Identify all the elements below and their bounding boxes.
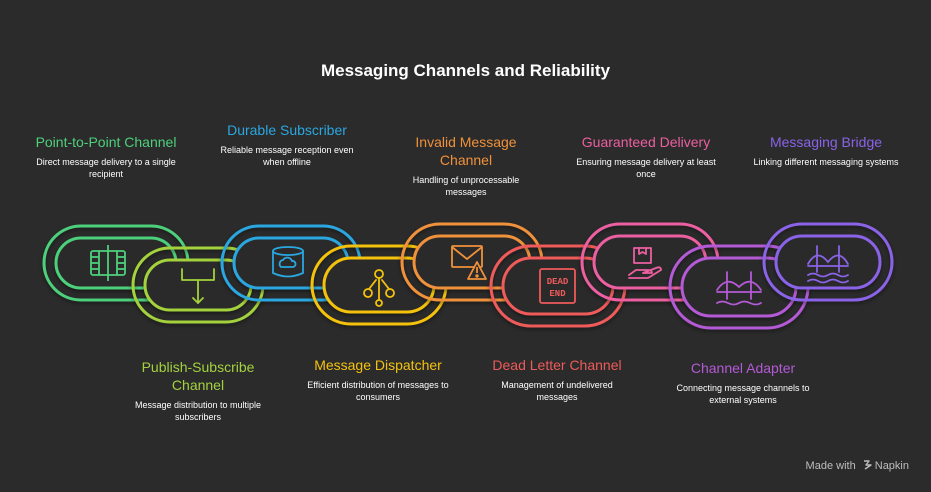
napkin-logo-icon <box>863 460 872 470</box>
label-dead-letter: Dead Letter Channel Management of undeli… <box>482 356 632 403</box>
diagram-title: Messaging Channels and Reliability <box>320 61 611 80</box>
label-point-to-point: Point-to-Point Channel Direct message de… <box>31 133 181 180</box>
label-publish-subscribe: Publish-Subscribe Channel Message distri… <box>123 358 273 423</box>
label-message-dispatcher: Message Dispatcher Efficient distributio… <box>303 356 453 403</box>
label-title: Channel Adapter <box>690 360 796 376</box>
label-description: Direct message delivery to a single reci… <box>36 157 176 179</box>
label-guaranteed-delivery: Guaranteed Delivery Ensuring message del… <box>571 133 721 180</box>
label-title: Invalid Message Channel <box>415 134 517 168</box>
label-description: Connecting message channels to external … <box>676 383 810 405</box>
branch-arrow-down-icon <box>181 268 215 304</box>
label-invalid-message: Invalid Message Channel Handling of unpr… <box>391 133 541 198</box>
package-hand-icon <box>628 247 662 279</box>
label-title: Message Dispatcher <box>314 357 442 373</box>
dead-end-sign-icon: DEAD END <box>539 268 576 304</box>
label-title: Dead Letter Channel <box>492 357 622 373</box>
svg-text:END: END <box>549 289 566 299</box>
label-description: Message distribution to multiple subscri… <box>134 400 262 422</box>
label-description: Linking different messaging systems <box>753 157 899 167</box>
footer-credit[interactable]: Made with Napkin <box>806 460 909 472</box>
label-description: Handling of unprocessable messages <box>412 175 520 197</box>
chain-link-invalid-message <box>400 222 544 302</box>
label-description: Reliable message reception even when off… <box>220 145 354 167</box>
bridge-icon <box>716 271 762 306</box>
label-description: Management of undelivered messages <box>501 380 613 402</box>
svg-text:DEAD: DEAD <box>547 277 569 287</box>
warning-envelope-icon <box>451 245 487 280</box>
cloud-storage-icon <box>272 246 304 278</box>
footer-prefix: Made with <box>805 460 856 472</box>
label-title: Messaging Bridge <box>769 134 883 150</box>
label-title: Durable Subscriber <box>227 122 347 138</box>
label-durable-subscriber: Durable Subscriber Reliable message rece… <box>212 121 362 168</box>
label-description: Efficient distribution of messages to co… <box>307 380 449 402</box>
dispatcher-network-icon <box>363 269 395 307</box>
label-channel-adapter: Channel Adapter Connecting message chann… <box>668 359 818 406</box>
label-title: Publish-Subscribe Channel <box>141 359 255 393</box>
label-messaging-bridge: Messaging Bridge Linking different messa… <box>751 133 901 169</box>
label-title: Point-to-Point Channel <box>35 134 177 150</box>
suspension-bridge-icon <box>807 245 849 284</box>
label-title: Guaranteed Delivery <box>581 134 711 150</box>
footer-brand: Napkin <box>874 460 909 472</box>
label-description: Ensuring message delivery at least once <box>576 157 716 179</box>
film-strip-icon <box>90 245 126 281</box>
